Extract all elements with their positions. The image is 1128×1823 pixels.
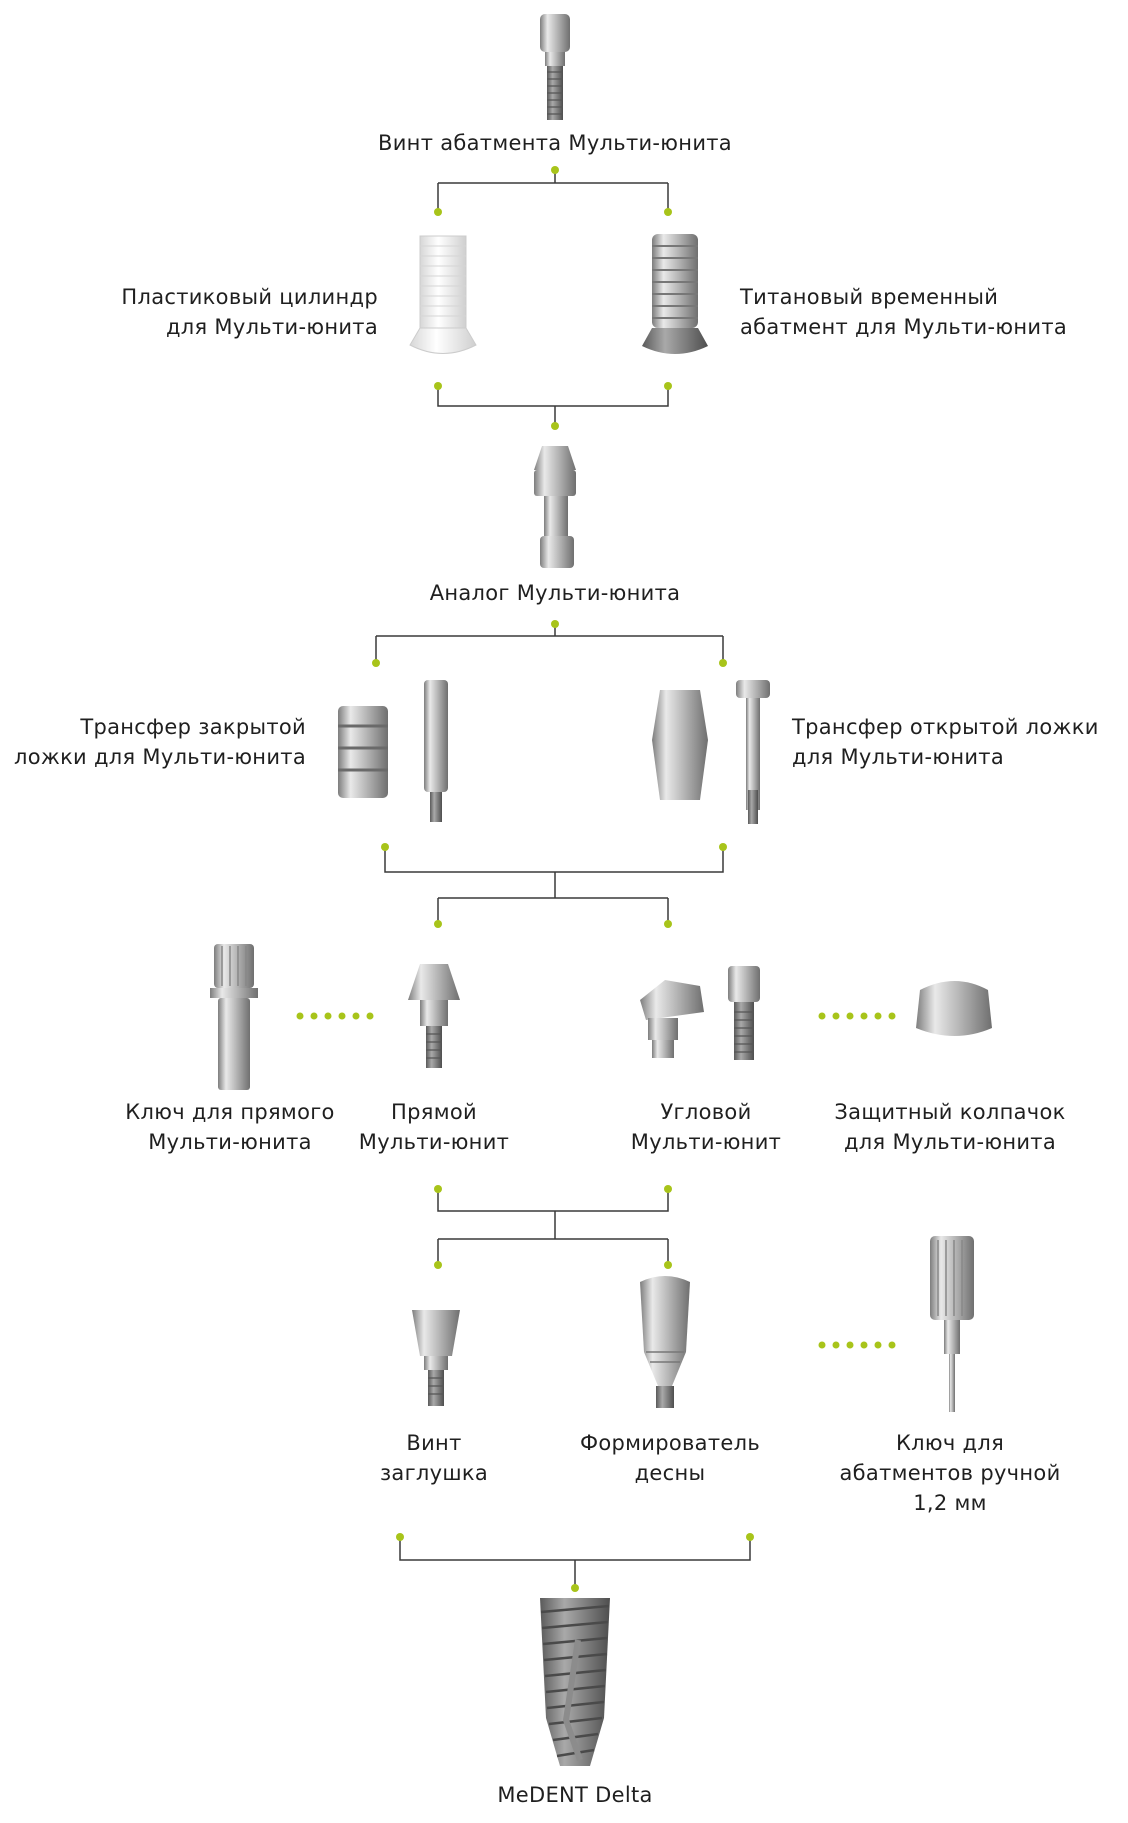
label-implant: MeDENT Delta xyxy=(497,1783,653,1807)
label-plastic-cylinder: Пластиковый цилиндр для Мульти-юнита xyxy=(121,285,378,339)
connector-lines xyxy=(375,170,751,1588)
label-closed-tray-transfer: Трансфер закрытой ложки для Мульти-юнита xyxy=(13,715,306,769)
label-titanium-temp-abutment: Титановый временный абатмент для Мульти-… xyxy=(740,285,1068,339)
label-multiunit-analog: Аналог Мульти-юнита xyxy=(429,581,681,605)
label-straight-multiunit: Прямой Мульти-юнит xyxy=(358,1100,510,1154)
label-protective-cap: Защитный колпачок для Мульти-юнита xyxy=(834,1100,1066,1154)
screw-image xyxy=(540,14,570,120)
hand-key-image xyxy=(930,1236,974,1412)
healing-abutment-image xyxy=(640,1276,690,1408)
label-hand-abutment-key: Ключ для абатментов ручной 1,2 мм xyxy=(839,1431,1061,1515)
cover-screw-image xyxy=(412,1310,460,1406)
label-multiunit-abutment-screw: Винт абатмента Мульти-юнита xyxy=(378,131,732,155)
label-straight-multiunit-key: Ключ для прямого Мульти-юнита xyxy=(125,1100,335,1154)
implant-image xyxy=(540,1598,610,1766)
connector-dots xyxy=(372,166,754,1592)
analog-image xyxy=(534,446,576,568)
dotted-leaders xyxy=(296,1012,896,1349)
label-healing-abutment: Формирователь десны xyxy=(579,1431,761,1485)
open-tray-transfer-image xyxy=(652,680,770,824)
angled-multiunit-image xyxy=(640,966,760,1060)
label-angled-multiunit: Угловой Мульти-юнит xyxy=(630,1100,782,1154)
straight-multiunit-image xyxy=(408,964,460,1068)
protective-cap-image xyxy=(916,981,992,1036)
plastic-cylinder-image xyxy=(409,235,477,354)
closed-tray-transfer-image xyxy=(338,680,448,822)
label-cover-screw: Винт заглушка xyxy=(379,1431,489,1485)
straight-key-image xyxy=(210,944,258,1090)
label-open-tray-transfer: Трансфер открытой ложки для Мульти-юнита xyxy=(792,715,1099,769)
titanium-abutment-image xyxy=(642,234,708,354)
